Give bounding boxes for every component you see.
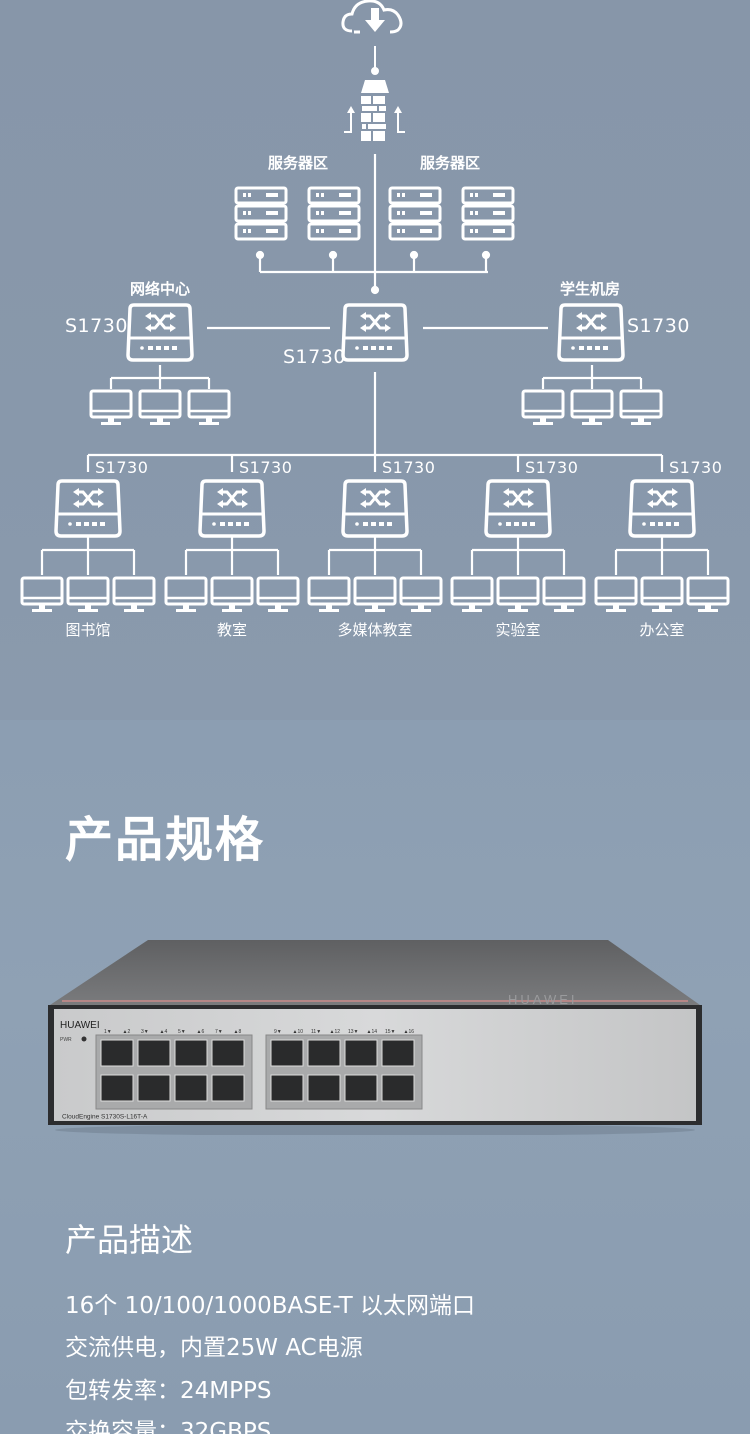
ethernet-port (344, 1074, 378, 1102)
switch-model-label: S1730 (239, 458, 293, 477)
location-label: 实验室 (495, 621, 541, 639)
computer-icon (66, 576, 110, 614)
location-label: 教室 (216, 621, 248, 639)
ethernet-port (174, 1074, 208, 1102)
computer-icon (542, 576, 586, 614)
switch-icon (126, 303, 194, 362)
switch-model-label: S1730 (669, 458, 723, 477)
computer-icon (521, 389, 565, 427)
ethernet-port (174, 1039, 208, 1067)
port-number-label: ▲16 (404, 1029, 415, 1035)
ethernet-port (307, 1074, 341, 1102)
server-icon (234, 186, 288, 241)
ethernet-port (211, 1039, 245, 1067)
computer-icon (210, 576, 254, 614)
port-number-label: ▲10 (293, 1029, 304, 1035)
computer-icon (20, 576, 64, 614)
ethernet-port (100, 1039, 134, 1067)
port-number-label: ▲4 (160, 1029, 168, 1035)
pwr-label: PWR (60, 1037, 72, 1043)
ethernet-port (270, 1074, 304, 1102)
computer-icon (138, 389, 182, 427)
computer-icon (450, 576, 494, 614)
port-number-label: 7▼ (215, 1029, 223, 1035)
computer-icon (256, 576, 300, 614)
switch-icon (54, 479, 122, 538)
description-title: 产品描述 (65, 1221, 194, 1259)
spec-line: 交流供电，内置25W AC电源 (65, 1335, 363, 1361)
spec-line: 交换容量：32GBPS (65, 1419, 272, 1445)
port-number-label: 9▼ (274, 1029, 282, 1035)
core-switch-icon (341, 303, 409, 362)
computer-icon (164, 576, 208, 614)
ethernet-port (307, 1039, 341, 1067)
ethernet-port (381, 1074, 415, 1102)
computer-icon (686, 576, 730, 614)
switch-model-label: S1730 (65, 315, 128, 337)
switch-icon (341, 479, 409, 538)
topology-diagram (20, 0, 730, 614)
switch-icon (484, 479, 552, 538)
power-led (81, 1036, 87, 1042)
spec-line: 16个 10/100/1000BASE-T 以太网端口 (65, 1293, 475, 1319)
computer-icon (112, 576, 156, 614)
computer-icon (570, 389, 614, 427)
spec-line: 包转发率：24MPPS (65, 1378, 272, 1404)
computer-icon (307, 576, 351, 614)
port-number-label: ▲12 (330, 1029, 341, 1035)
server-zone-label: 服务器区 (267, 154, 329, 172)
location-label: 办公室 (639, 621, 685, 639)
computer-icon (640, 576, 684, 614)
location-label: 图书馆 (65, 621, 111, 639)
ethernet-port (100, 1074, 134, 1102)
port-number-label: 11▼ (311, 1029, 321, 1035)
computer-icon (399, 576, 443, 614)
switch-model-label: S1730 (525, 458, 579, 477)
port-number-label: 13▼ (348, 1029, 359, 1035)
student-lab-label: 学生机房 (559, 280, 621, 298)
computer-icon (187, 389, 231, 427)
port-number-label: 15▼ (385, 1029, 396, 1035)
network-center-label: 网络中心 (129, 280, 191, 298)
switch-model-label: S1730 (382, 458, 436, 477)
port-number-label: ▲6 (197, 1029, 205, 1035)
computer-icon (619, 389, 663, 427)
port-number-label: ▲14 (367, 1029, 378, 1035)
ethernet-port (137, 1074, 171, 1102)
switch-icon (198, 479, 266, 538)
switch-icon (628, 479, 696, 538)
computer-icon (496, 576, 540, 614)
port-number-label: ▲2 (123, 1029, 131, 1035)
port-number-label: 1▼ (104, 1029, 112, 1035)
switch-model-label: S1730 (627, 315, 690, 337)
port-number-label: 5▼ (178, 1029, 186, 1035)
brand-top-text: HUAWEI (508, 992, 578, 1007)
cloud-download-icon (341, 0, 403, 34)
port-number-label: 3▼ (141, 1029, 149, 1035)
core-switch-model-label: S1730 (283, 346, 346, 368)
server-zone-label: 服务器区 (419, 154, 481, 172)
server-icon (307, 186, 361, 241)
ethernet-port (211, 1074, 245, 1102)
uplink-line (371, 46, 379, 75)
ethernet-port (344, 1039, 378, 1067)
ethernet-port (137, 1039, 171, 1067)
network-topology-section: 服务器区 服务器区 网络中心 学生机房 S1730 S1730 S1730 S1… (0, 0, 750, 720)
firewall-icon (344, 80, 405, 141)
computer-icon (353, 576, 397, 614)
ethernet-port (381, 1039, 415, 1067)
brand-text: HUAWEI (60, 1020, 100, 1031)
location-label: 多媒体教室 (337, 621, 413, 639)
server-icon (388, 186, 442, 241)
server-icon (461, 186, 515, 241)
computer-icon (594, 576, 638, 614)
switch-icon (557, 303, 625, 362)
switch-model-label: S1730 (95, 458, 149, 477)
computer-icon (89, 389, 133, 427)
model-label: CloudEngine S1730S-L16T-A (62, 1114, 148, 1121)
specs-title: 产品规格 (65, 812, 266, 868)
ethernet-port (270, 1039, 304, 1067)
port-number-label: ▲8 (234, 1029, 242, 1035)
